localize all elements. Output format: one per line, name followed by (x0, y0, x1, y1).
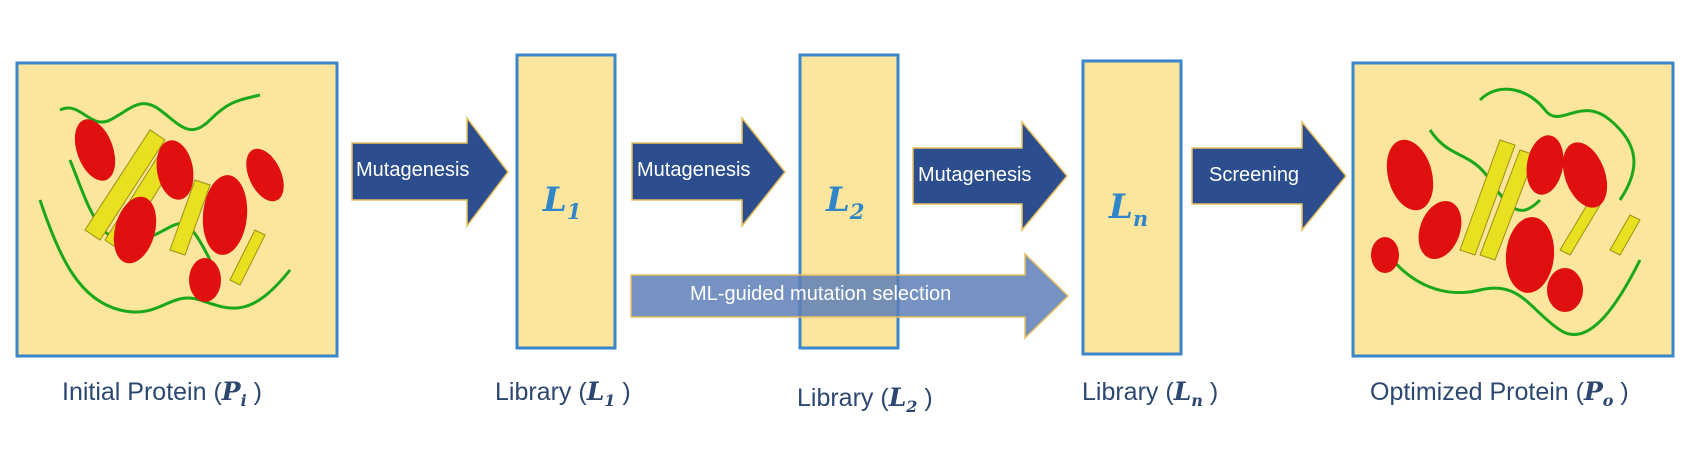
arrow-2-label: Mutagenesis (637, 159, 751, 181)
library-n-caption: Library (Ln ) (1082, 377, 1219, 410)
initial-protein-panel (15, 61, 339, 358)
library-2-caption: Library (L2 ) (797, 383, 933, 416)
mutagenesis-arrow-2 (631, 115, 786, 229)
ml-arrow-label: ML-guided mutation selection (690, 283, 952, 305)
mutagenesis-arrow-3 (912, 119, 1068, 233)
arrow-4-label: Screening (1209, 164, 1300, 186)
ml-guided-arrow (630, 252, 1070, 340)
arrow-3-label: Mutagenesis (918, 164, 1032, 186)
optimized-protein-caption: Optimized Protein (Po ) (1370, 377, 1629, 410)
library-2-symbol: L2 (826, 180, 865, 224)
arrow-1-label: Mutagenesis (356, 159, 470, 181)
library-1-symbol: L1 (543, 180, 582, 224)
library-n-symbol: Ln (1109, 187, 1149, 231)
library-1-box (515, 53, 617, 350)
library-n-box (1081, 59, 1183, 356)
mutagenesis-arrow-1 (351, 115, 509, 229)
library-1-caption: Library (L1 ) (495, 377, 631, 410)
initial-protein-structure (38, 93, 292, 314)
screening-arrow (1191, 119, 1347, 233)
optimized-protein-structure (1371, 87, 1642, 337)
initial-protein-caption: Initial Protein (Pi ) (62, 377, 262, 410)
